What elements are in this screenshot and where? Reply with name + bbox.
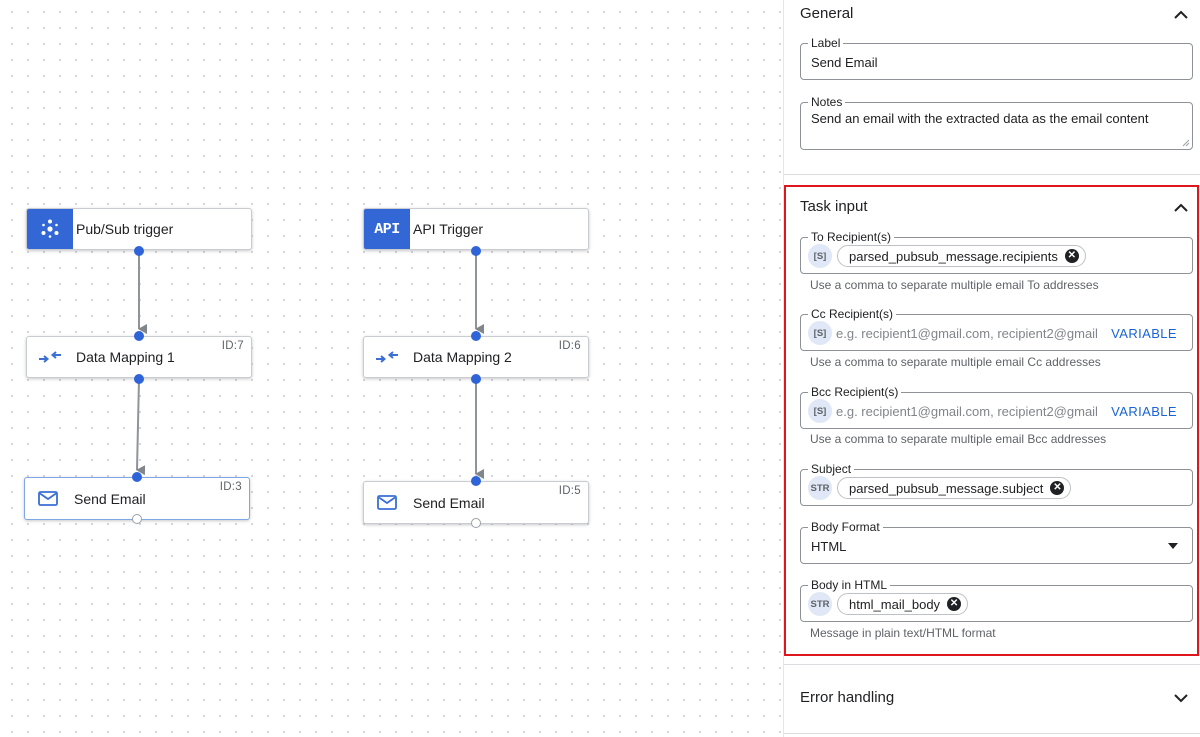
node-label: Send Email — [74, 490, 146, 507]
output-port[interactable] — [471, 246, 481, 256]
chip-label: parsed_pubsub_message.recipients — [849, 248, 1058, 264]
node-id: ID:7 — [221, 340, 244, 352]
body-format-select[interactable]: Body Format HTML — [800, 520, 1193, 564]
output-port[interactable] — [471, 518, 481, 528]
label-input[interactable]: Send Email — [811, 55, 878, 70]
divider — [784, 664, 1200, 665]
field-label: Body Format — [808, 520, 883, 534]
field-label: Body in HTML — [808, 578, 891, 592]
dropdown-arrow-icon[interactable] — [1168, 543, 1178, 549]
string-list-type-badge: [S] — [808, 321, 832, 345]
variable-chip[interactable]: parsed_pubsub_message.subject ✕ — [837, 477, 1072, 499]
section-title-general: General — [800, 5, 854, 22]
send-email-2-node[interactable]: Send Email ID:5 — [363, 481, 589, 524]
field-hint: Use a comma to separate multiple email C… — [810, 355, 1101, 369]
section-title-task-input: Task input — [800, 198, 868, 215]
edges-layer — [136, 251, 484, 479]
workflow-canvas[interactable]: Pub/Sub trigger API API Trigger Data Map… — [0, 0, 783, 737]
field-label: Subject — [808, 462, 855, 476]
field-label: Bcc Recipient(s) — [808, 385, 902, 399]
node-label: Send Email — [413, 494, 485, 511]
data-mapping-1-node[interactable]: Data Mapping 1 ID:7 — [26, 336, 252, 378]
to-recipients-field[interactable]: To Recipient(s) [S] parsed_pubsub_messag… — [800, 230, 1193, 274]
send-email-1-node[interactable]: Send Email ID:3 — [24, 477, 250, 520]
divider — [784, 733, 1200, 734]
selected-value: HTML — [811, 539, 847, 554]
input-port[interactable] — [471, 476, 481, 486]
node-id: ID:3 — [219, 481, 242, 493]
remove-chip-icon[interactable]: ✕ — [947, 597, 962, 611]
mail-icon — [25, 479, 71, 519]
body-html-field[interactable]: Body in HTML STR html_mail_body ✕ — [800, 578, 1193, 622]
pubsub-trigger-node[interactable]: Pub/Sub trigger — [26, 208, 252, 250]
field-label: To Recipient(s) — [808, 230, 895, 244]
string-type-badge: STR — [808, 592, 832, 616]
output-port[interactable] — [134, 374, 144, 384]
chip-label: html_mail_body — [849, 596, 941, 612]
string-list-type-badge: [S] — [808, 244, 832, 268]
string-type-badge: STR — [808, 476, 832, 500]
field-label: Cc Recipient(s) — [808, 307, 897, 321]
node-label: API Trigger — [413, 221, 484, 237]
chevron-up-icon[interactable] — [1172, 6, 1190, 24]
output-port[interactable] — [132, 514, 142, 524]
bcc-recipients-input[interactable]: e.g. recipient1@gmail.com, recipient2@gm… — [836, 404, 1098, 419]
remove-chip-icon[interactable]: ✕ — [1064, 249, 1079, 263]
input-port[interactable] — [134, 331, 144, 341]
string-list-type-badge: [S] — [808, 399, 832, 423]
node-label: Pub/Sub trigger — [76, 221, 174, 237]
cc-recipients-field[interactable]: Cc Recipient(s) [S] e.g. recipient1@gmai… — [800, 307, 1193, 351]
output-port[interactable] — [134, 246, 144, 256]
node-id: ID:5 — [558, 485, 581, 497]
divider — [784, 174, 1200, 175]
variable-chip[interactable]: html_mail_body ✕ — [837, 593, 969, 615]
api-trigger-node[interactable]: API API Trigger — [363, 208, 589, 250]
bcc-recipients-field[interactable]: Bcc Recipient(s) [S] e.g. recipient1@gma… — [800, 385, 1193, 429]
field-label: Notes — [808, 95, 846, 109]
output-port[interactable] — [471, 374, 481, 384]
chip-label: parsed_pubsub_message.subject — [849, 480, 1044, 496]
data-mapping-icon — [27, 337, 73, 377]
input-port[interactable] — [471, 331, 481, 341]
subject-field[interactable]: Subject STR parsed_pubsub_message.subjec… — [800, 462, 1193, 506]
field-hint: Message in plain text/HTML format — [810, 626, 996, 640]
chevron-up-icon[interactable] — [1172, 199, 1190, 217]
chevron-down-icon[interactable] — [1172, 689, 1190, 707]
field-hint: Use a comma to separate multiple email B… — [810, 432, 1107, 446]
mail-icon — [364, 483, 410, 523]
section-title-error-handling[interactable]: Error handling — [800, 689, 895, 706]
api-icon: API — [364, 209, 410, 249]
variable-button[interactable]: VARIABLE — [1111, 326, 1177, 341]
field-hint: Use a comma to separate multiple email T… — [810, 278, 1099, 292]
remove-chip-icon[interactable]: ✕ — [1050, 481, 1065, 495]
field-label: Label — [808, 36, 844, 50]
node-id: ID:6 — [558, 340, 581, 352]
data-mapping-2-node[interactable]: Data Mapping 2 ID:6 — [363, 336, 589, 378]
variable-button[interactable]: VARIABLE — [1111, 404, 1177, 419]
notes-textarea[interactable]: Send an email with the extracted data as… — [811, 111, 1149, 126]
task-config-panel: General Label Send Email Notes Send an e… — [783, 0, 1200, 737]
edge-mapping1-to-email1 — [136, 378, 146, 476]
node-label: Data Mapping 2 — [413, 349, 512, 365]
input-port[interactable] — [132, 472, 142, 482]
pubsub-icon — [27, 209, 73, 249]
label-field[interactable]: Label Send Email — [800, 36, 1193, 80]
variable-chip[interactable]: parsed_pubsub_message.recipients ✕ — [837, 245, 1086, 267]
data-mapping-icon — [364, 337, 410, 377]
node-label: Data Mapping 1 — [76, 349, 175, 365]
notes-field[interactable]: Notes Send an email with the extracted d… — [800, 95, 1193, 150]
cc-recipients-input[interactable]: e.g. recipient1@gmail.com, recipient2@gm… — [836, 326, 1098, 341]
resize-handle-icon[interactable] — [1182, 139, 1190, 147]
